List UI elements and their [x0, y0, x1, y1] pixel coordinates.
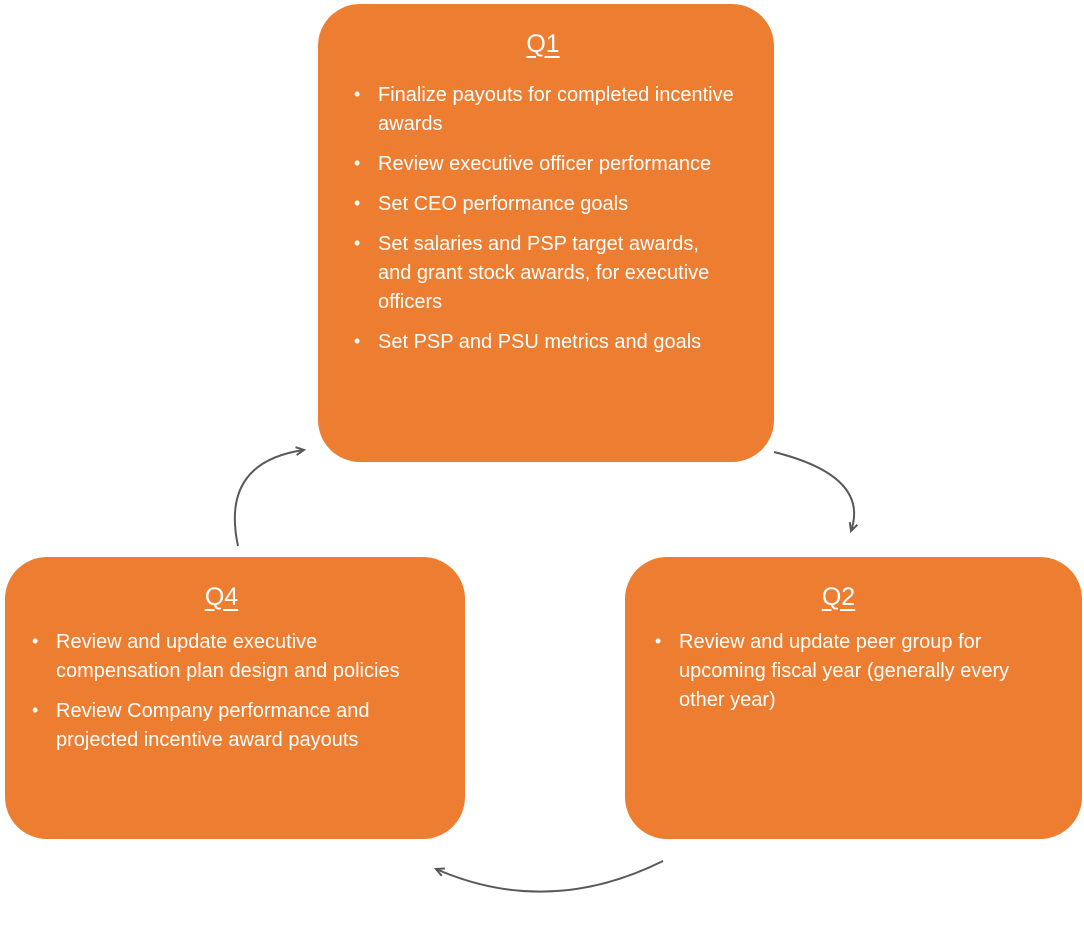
q1-bullet-list: Finalize payouts for completed incentive…	[352, 81, 734, 357]
q2-bullet-1: Review and update peer group for upcomin…	[653, 628, 1024, 715]
arrow-q1-to-q2-icon	[773, 451, 859, 534]
q1-bullet-2: Review executive officer performance	[352, 150, 734, 179]
arrow-q4-to-q1-icon	[233, 446, 307, 547]
q1-bullet-4: Set salaries and PSP target awards, and …	[352, 230, 734, 317]
q2-box: Q2 Review and update peer group for upco…	[625, 557, 1082, 839]
q1-title: Q1	[526, 30, 560, 58]
q4-bullet-list: Review and update executive compensation…	[30, 628, 413, 755]
q1-bullet-5: Set PSP and PSU metrics and goals	[352, 328, 734, 357]
q1-bullet-1: Finalize payouts for completed incentive…	[352, 81, 734, 139]
arrow-q2-to-q4-icon	[433, 860, 664, 893]
q4-title: Q4	[204, 583, 239, 611]
q1-bullet-3: Set CEO performance goals	[352, 190, 734, 219]
q1-box: Q1 Finalize payouts for completed incent…	[318, 4, 774, 462]
q2-bullet-list: Review and update peer group for upcomin…	[653, 628, 1024, 715]
q4-box: Q4 Review and update executive compensat…	[5, 557, 465, 839]
q4-bullet-1: Review and update executive compensation…	[30, 628, 413, 686]
q2-title: Q2	[821, 583, 856, 611]
q4-bullet-2: Review Company performance and projected…	[30, 697, 413, 755]
